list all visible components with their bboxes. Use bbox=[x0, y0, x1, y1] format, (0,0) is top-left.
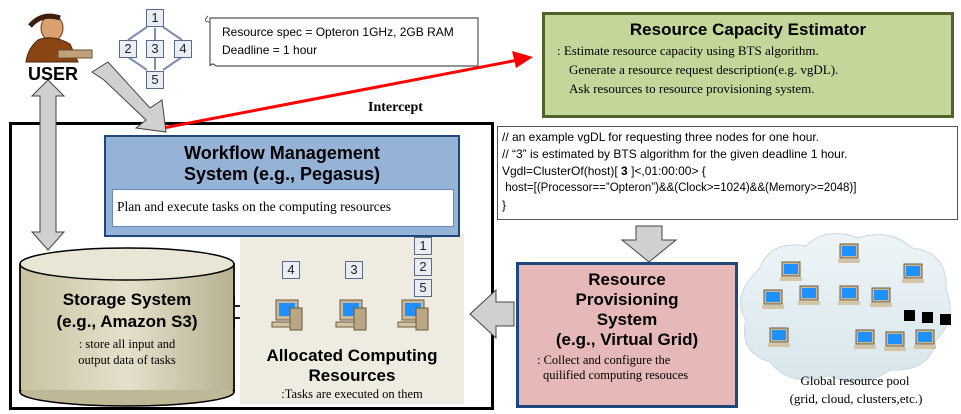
workflow-node-3: 3 bbox=[146, 40, 164, 58]
provisioning-desc-1: : Collect and configure the bbox=[537, 353, 671, 367]
estimator-line1: : Estimate resource capacity using BTS a… bbox=[557, 43, 819, 58]
allocated-title-1: Allocated Computing bbox=[266, 346, 438, 365]
provisioning-title-4: (e.g., Virtual Grid) bbox=[555, 330, 699, 349]
allocated-title-2: Resources bbox=[308, 366, 396, 385]
wms-title-2: System (e.g., Pegasus) bbox=[183, 164, 381, 184]
storage-desc-2: output data of tasks bbox=[78, 353, 176, 367]
spec-note-line2: Deadline = 1 hour bbox=[222, 43, 318, 57]
workflow-management-system: Workflow Management System (e.g., Pegasu… bbox=[104, 135, 460, 237]
provisioning-title-1: Resource bbox=[588, 270, 666, 289]
global-pool-label-1: Global resource pool bbox=[800, 373, 910, 388]
resource-provisioning-system: Resource Provisioning System (e.g., Virt… bbox=[516, 262, 738, 408]
workflow-dag-edges bbox=[127, 26, 183, 71]
computer-icon bbox=[335, 299, 367, 331]
estimator-to-provisioning-arrow bbox=[620, 225, 678, 263]
allocated-task-3: 3 bbox=[345, 261, 363, 279]
vgdl-line1: // an example vgDL for requesting three … bbox=[502, 130, 820, 144]
vgdl-node-count: 3 bbox=[621, 164, 628, 178]
workflow-node-2: 2 bbox=[119, 40, 137, 58]
spec-note-line1: Resource spec = Opteron 1GHz, 2GB RAM bbox=[222, 25, 454, 39]
user-icon bbox=[25, 13, 93, 63]
vgdl-line5: } bbox=[502, 198, 507, 212]
workflow-node-5: 5 bbox=[146, 71, 164, 89]
vgdl-line4: host=[(Processor==”Opteron”)&&(Clock>=10… bbox=[502, 182, 857, 194]
provisioning-desc-2: quilified computing resouces bbox=[543, 368, 689, 382]
allocated-task-4: 4 bbox=[282, 261, 300, 279]
storage-cylinder bbox=[19, 247, 235, 407]
wms-desc-box: Plan and execute tasks on the computing … bbox=[112, 189, 454, 227]
workflow-node-1: 1 bbox=[146, 9, 164, 27]
red-request-arrow bbox=[162, 51, 533, 130]
user-to-wms-arrow bbox=[91, 61, 167, 133]
intercept-label: Intercept bbox=[368, 100, 423, 115]
estimator-line3: Ask resources to resource provisioning s… bbox=[569, 81, 815, 96]
ellipsis-dots bbox=[904, 310, 951, 325]
allocated-task-2: 2 bbox=[414, 258, 432, 276]
vgdl-line3-end: ]<,01:00:00> { bbox=[627, 164, 706, 178]
wms-title-1: Workflow Management bbox=[184, 143, 380, 163]
estimator-title: Resource Capacity Estimator bbox=[629, 20, 867, 39]
resource-capacity-estimator: Resource Capacity Estimator : Estimate r… bbox=[542, 12, 954, 118]
global-pool-label-2: (grid, cloud, clusters,etc.) bbox=[789, 391, 923, 406]
vgdl-example-box: // an example vgDL for requesting three … bbox=[497, 126, 958, 220]
user-label: USER bbox=[28, 64, 79, 84]
intercept-frame bbox=[9, 122, 494, 410]
pool-computers bbox=[762, 243, 936, 351]
user-storage-arrow bbox=[30, 79, 66, 251]
vgdl-line3: Vgdl=ClusterOf(host)[ 3 ]<,01:00:00> { bbox=[502, 163, 953, 180]
workflow-node-4: 4 bbox=[174, 40, 192, 58]
provisioning-to-allocated-arrow bbox=[469, 288, 515, 340]
computer-icon bbox=[397, 299, 429, 331]
provisioning-title-3: System bbox=[596, 310, 658, 329]
estimator-line2: Generate a resource request description(… bbox=[569, 62, 839, 77]
storage-title-2: (e.g., Amazon S3) bbox=[56, 312, 198, 331]
vgdl-line2: // “3” is estimated by BTS algorithm for… bbox=[502, 147, 848, 161]
provisioning-title-2: Provisioning bbox=[575, 290, 679, 309]
allocated-desc: :Tasks are executed on them bbox=[281, 387, 423, 401]
allocated-task-1: 1 bbox=[414, 237, 432, 255]
computer-icon bbox=[271, 299, 303, 331]
storage-title-1: Storage System bbox=[62, 290, 192, 309]
vgdl-line3-start: Vgdl=ClusterOf(host)[ bbox=[502, 164, 622, 178]
spec-note-bubble bbox=[209, 17, 479, 67]
storage-desc-1: : store all input and bbox=[78, 337, 176, 351]
wms-desc: Plan and execute tasks on the computing … bbox=[117, 199, 392, 214]
allocated-task-5: 5 bbox=[414, 279, 432, 297]
